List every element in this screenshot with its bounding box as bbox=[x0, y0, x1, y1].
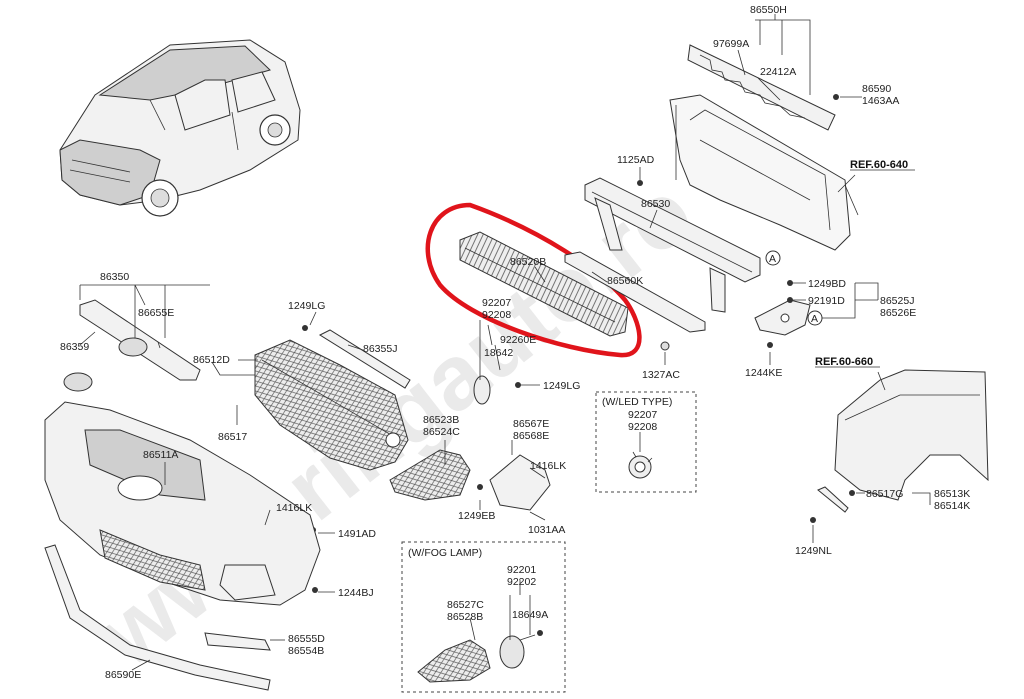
label-86655E: 86655E bbox=[138, 307, 174, 319]
ref-60-660: REF.60-660 bbox=[815, 356, 873, 368]
label-86590E: 86590E bbox=[105, 669, 141, 681]
part-labels: 86550H 97699A 22412A 86590 1463AA 1125AD… bbox=[60, 4, 970, 681]
label-92202: 92202 bbox=[507, 576, 536, 588]
label-92208-b: 92208 bbox=[628, 421, 657, 433]
fog-bezel-led bbox=[389, 449, 471, 501]
led-fog-lamp bbox=[628, 451, 653, 479]
label-22412A: 22412A bbox=[760, 66, 796, 78]
ref-60-640: REF.60-640 bbox=[850, 159, 908, 171]
bumper-absorber bbox=[459, 231, 629, 337]
label-86517G: 86517G bbox=[866, 488, 903, 500]
label-86528B: 86528B bbox=[447, 611, 483, 623]
label-92260E: 92260E bbox=[500, 334, 536, 346]
label-86359: 86359 bbox=[60, 341, 89, 353]
fender bbox=[817, 369, 989, 513]
label-1244BJ: 1244BJ bbox=[338, 587, 374, 599]
label-1249EB: 1249EB bbox=[458, 510, 495, 522]
label-18649A: 18649A bbox=[512, 609, 548, 621]
label-92207-b: 92207 bbox=[628, 409, 657, 421]
label-92201: 92201 bbox=[507, 564, 536, 576]
fog-lamp-title: (W/FOG LAMP) bbox=[408, 547, 482, 559]
emblem-assembly bbox=[63, 299, 201, 392]
radiator-support bbox=[669, 44, 859, 251]
label-1463AA: 1463AA bbox=[862, 95, 899, 107]
label-86514K: 86514K bbox=[934, 500, 970, 512]
car-illustration bbox=[59, 39, 301, 217]
bracket-86567E bbox=[489, 454, 551, 511]
front-bumper-cover bbox=[44, 401, 321, 606]
label-18642: 18642 bbox=[484, 347, 513, 359]
label-1416LK-a: 1416LK bbox=[530, 460, 566, 472]
label-1249BD: 1249BD bbox=[808, 278, 846, 290]
label-1031AA: 1031AA bbox=[528, 524, 565, 536]
label-86525J: 86525J bbox=[880, 295, 914, 307]
label-1491AD: 1491AD bbox=[338, 528, 376, 540]
label-86567E: 86567E bbox=[513, 418, 549, 430]
led-type-title: (W/LED TYPE) bbox=[602, 396, 672, 408]
label-86568E: 86568E bbox=[513, 430, 549, 442]
callout-a-upper bbox=[765, 250, 781, 266]
label-86526E: 86526E bbox=[880, 307, 916, 319]
label-92207-a: 92207 bbox=[482, 297, 511, 309]
label-1125AD: 1125AD bbox=[617, 154, 655, 166]
label-86511A: 86511A bbox=[143, 449, 178, 461]
label-1244KE: 1244KE bbox=[745, 367, 782, 379]
label-86550H: 86550H bbox=[750, 4, 787, 16]
label-86523B: 86523B bbox=[423, 414, 459, 426]
label-86520B: 86520B bbox=[510, 256, 546, 268]
label-86555D: 86555D bbox=[288, 633, 325, 645]
label-86530: 86530 bbox=[641, 198, 670, 210]
label-86560K: 86560K bbox=[607, 275, 643, 287]
radiator-grille bbox=[254, 339, 409, 471]
label-86554B: 86554B bbox=[288, 645, 324, 657]
label-1249LG-b: 1249LG bbox=[543, 380, 580, 392]
bumper-beam-bracket bbox=[564, 251, 706, 333]
label-86517: 86517 bbox=[218, 431, 247, 443]
leader-lines bbox=[79, 14, 931, 671]
label-1327AC: 1327AC bbox=[642, 369, 680, 381]
label-86355J: 86355J bbox=[363, 343, 397, 355]
svg-text:A: A bbox=[769, 253, 776, 265]
label-86512D: 86512D bbox=[193, 354, 230, 366]
label-1249NL: 1249NL bbox=[795, 545, 832, 557]
label-86350: 86350 bbox=[100, 271, 129, 283]
label-92208-a: 92208 bbox=[482, 309, 511, 321]
label-86527C: 86527C bbox=[447, 599, 484, 611]
side-bracket-right bbox=[754, 299, 811, 336]
grille-molding bbox=[318, 329, 411, 389]
bumper-molding bbox=[204, 632, 271, 651]
led-type-box bbox=[595, 391, 697, 493]
front-crossmember bbox=[584, 177, 761, 313]
fog-lamp-small bbox=[473, 375, 491, 405]
label-97699A: 97699A bbox=[713, 38, 749, 50]
label-92191D: 92191D bbox=[808, 295, 845, 307]
fog-lamp-assembly bbox=[417, 634, 536, 683]
svg-text:A: A bbox=[811, 313, 818, 325]
label-1249LG-a: 1249LG bbox=[288, 300, 325, 312]
lower-lip-spoiler bbox=[44, 544, 271, 691]
label-86590: 86590 bbox=[862, 83, 891, 95]
label-86524C: 86524C bbox=[423, 426, 460, 438]
label-86513K: 86513K bbox=[934, 488, 970, 500]
label-1416LK-b: 1416LK bbox=[276, 502, 312, 514]
